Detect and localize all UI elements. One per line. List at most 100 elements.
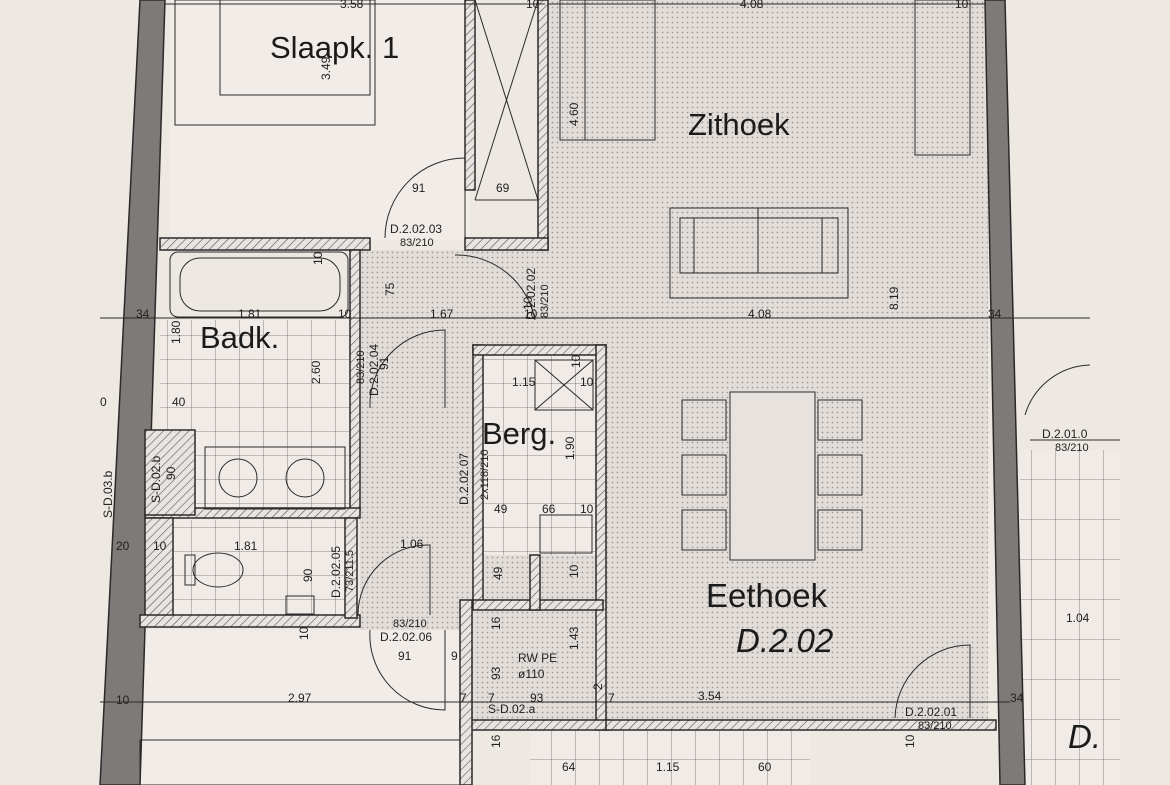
dim-h-10-berg: 10 bbox=[580, 375, 594, 389]
dim-v-2: 2 bbox=[591, 683, 605, 690]
dim-h-91-low: 91 bbox=[398, 649, 412, 663]
dim-v-180: 1.80 bbox=[169, 320, 183, 344]
storage-north-wall bbox=[472, 344, 607, 356]
dim-h-91: 91 bbox=[412, 181, 426, 195]
closet-right-wall bbox=[537, 0, 549, 251]
door-codes: D.2.02.03 83/210 D.2.02.02 83/210 D.2.02… bbox=[329, 222, 1089, 732]
dim-h-10-berg2: 10 bbox=[580, 502, 594, 516]
shaft-a-inner bbox=[529, 554, 541, 611]
dim-h-0-left: 0 bbox=[100, 395, 107, 409]
dim-v-10-hall2: 10 bbox=[297, 626, 311, 640]
room-label-berg: Berg. bbox=[482, 416, 556, 451]
door-size-d2-02-03: 83/210 bbox=[400, 237, 434, 249]
door-size-d2-01-0: 83/210 bbox=[1055, 442, 1089, 454]
dim-v-10-berg-top: 10 bbox=[569, 354, 583, 368]
dim-h-181: 1.81 bbox=[238, 307, 262, 321]
door-code-d2-02-04: D.2.02.04 bbox=[367, 344, 381, 396]
dim-v-10-shaft: 10 bbox=[567, 564, 581, 578]
dim-h-20: 20 bbox=[116, 539, 130, 553]
left-exterior-wall bbox=[99, 0, 166, 785]
dim-h-167: 1.67 bbox=[430, 307, 454, 321]
dim-top-10b: 10 bbox=[955, 0, 969, 11]
rw-diameter: ø110 bbox=[518, 667, 545, 681]
right-exterior-wall bbox=[984, 0, 1026, 785]
closet-south-wall bbox=[464, 237, 549, 251]
dim-v-460: 4.60 bbox=[567, 102, 581, 126]
dim-h-10-lower-left: 10 bbox=[116, 693, 130, 707]
dim-h-10-wc: 10 bbox=[153, 539, 167, 553]
door-size-d2-02-05: 73/211.5 bbox=[344, 550, 356, 592]
door-size-d2-02-04: 83/210 bbox=[355, 350, 367, 384]
room-label-badk: Badk. bbox=[200, 320, 279, 355]
dim-h-7a: 7 bbox=[460, 691, 467, 705]
lower-left-partition bbox=[459, 599, 473, 785]
shaft-s-d02b: S-D.02.b bbox=[149, 455, 163, 503]
dim-h-408-mid: 4.08 bbox=[748, 307, 772, 321]
door-size-d2-02-02: 83/210 bbox=[539, 284, 551, 318]
bedroom-south-wall bbox=[159, 237, 371, 251]
door-size-d2-02-01: 83/210 bbox=[918, 720, 952, 732]
bottom-balcony-floor bbox=[530, 730, 810, 785]
dim-v-90-sdb: 90 bbox=[164, 466, 178, 480]
dim-v-10-bath: 10 bbox=[311, 251, 325, 265]
dim-h-354: 3.54 bbox=[698, 689, 722, 703]
floor-areas bbox=[140, 0, 1120, 785]
dim-v-819: 8.19 bbox=[887, 286, 901, 310]
dim-top-408: 4.08 bbox=[740, 0, 764, 11]
dim-v-10-bottom: 10 bbox=[903, 734, 917, 748]
dim-v-49: 49 bbox=[491, 566, 505, 580]
dim-h-69: 69 bbox=[496, 181, 510, 195]
dim-top-10a: 10 bbox=[526, 0, 540, 11]
door-size-d2-02-06: 83/210 bbox=[393, 618, 427, 630]
living-south-wall bbox=[605, 719, 997, 731]
dim-v-190: 1.90 bbox=[563, 436, 577, 460]
dim-v-349: 3.49 bbox=[319, 56, 333, 80]
lower-bedroom-floor bbox=[140, 630, 460, 785]
storage-east-wall bbox=[595, 344, 607, 731]
door-code-d2-02-07: D.2.02.07 bbox=[457, 453, 471, 505]
shaft-s-d02a: S-D.02.a bbox=[488, 702, 536, 716]
dim-v-143: 1.43 bbox=[567, 626, 581, 650]
door-swings bbox=[357, 157, 1091, 719]
dim-h-49: 49 bbox=[494, 502, 508, 516]
dim-h-7c: 7 bbox=[608, 691, 615, 705]
dimension-labels: 3.58 10 4.08 10 3.49 4.60 91 69 10 75 10… bbox=[100, 0, 1090, 774]
wc-south-wall bbox=[139, 614, 361, 628]
dim-h-66: 66 bbox=[542, 502, 556, 516]
dim-h-104: 1.04 bbox=[1066, 611, 1090, 625]
dim-h-115-bottom: 1.15 bbox=[656, 760, 680, 774]
shaft-s-d03b: S-D.03.b bbox=[101, 470, 115, 518]
wc-east-wall bbox=[344, 517, 358, 619]
door-code-d2-02-01: D.2.02.01 bbox=[905, 705, 957, 719]
dim-v-16-shaft: 16 bbox=[489, 616, 503, 630]
room-label-zithoek: Zithoek bbox=[688, 107, 790, 142]
dim-h-60: 60 bbox=[758, 760, 772, 774]
dim-h-34-right: 34 bbox=[988, 307, 1002, 321]
dim-v-91-hall: 91 bbox=[377, 356, 391, 370]
dim-h-93: 93 bbox=[530, 691, 544, 705]
dim-v-90-wc: 90 bbox=[301, 568, 315, 582]
door-size-d2-02-07: 2x118/210 bbox=[479, 449, 491, 500]
dim-h-64: 64 bbox=[562, 760, 576, 774]
dim-h-34-left: 34 bbox=[136, 307, 150, 321]
door-code-d2-02-03: D.2.02.03 bbox=[390, 222, 442, 236]
dim-h-10-hall: 10 bbox=[524, 307, 538, 321]
wc-floor bbox=[145, 520, 350, 620]
dim-h-34-lower-right: 34 bbox=[1010, 691, 1024, 705]
door-code-d2-02-05: D.2.02.05 bbox=[329, 546, 343, 598]
rw-pe-label: RW PE bbox=[518, 651, 557, 665]
dim-h-40: 40 bbox=[172, 395, 186, 409]
dim-v-75: 75 bbox=[383, 282, 397, 296]
neighbor-unit-label: D. bbox=[1068, 718, 1101, 755]
wc-west-wall bbox=[144, 517, 174, 619]
dim-h-297: 2.97 bbox=[288, 691, 312, 705]
unit-label: D.2.02 bbox=[736, 622, 833, 659]
dim-top-358: 3.58 bbox=[340, 0, 364, 11]
plan-lines bbox=[100, 0, 1120, 785]
dim-h-10-bath: 10 bbox=[338, 307, 352, 321]
dim-h-115-berg: 1.15 bbox=[512, 375, 536, 389]
room-label-slaapk: Slaapk. 1 bbox=[270, 30, 399, 65]
door-code-d2-01-0: D.2.01.0 bbox=[1042, 427, 1088, 441]
dim-v-93: 93 bbox=[489, 666, 503, 680]
